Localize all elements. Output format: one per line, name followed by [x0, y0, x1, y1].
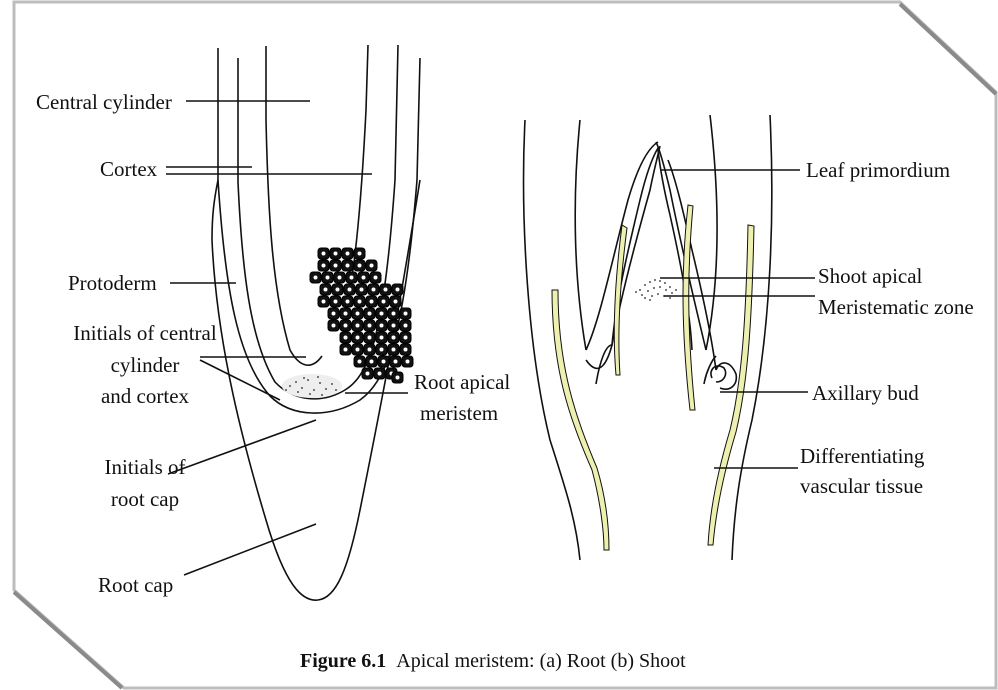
- label-shoot-apical: Shoot apical: [818, 264, 922, 288]
- figure-number: Figure 6.1: [300, 650, 386, 672]
- label-initials-rootcap-2: root cap: [40, 487, 250, 511]
- label-central-cylinder: Central cylinder: [36, 90, 172, 114]
- label-meristematic-zone: Meristematic zone: [818, 295, 974, 319]
- label-initials-central-2: cylinder: [40, 353, 250, 377]
- label-initials-rootcap-1: Initials of: [40, 455, 250, 479]
- label-leaf-primordium: Leaf primordium: [806, 158, 950, 182]
- figure-caption: Figure 6.1 Apical meristem: (a) Root (b)…: [300, 650, 686, 673]
- label-initials-central-3: and cortex: [40, 384, 250, 408]
- label-initials-central-1: Initials of central: [40, 321, 250, 345]
- label-axillary-bud: Axillary bud: [812, 381, 919, 405]
- label-protoderm: Protoderm: [68, 271, 157, 295]
- label-differentiating-1: Differentiating: [800, 444, 924, 468]
- label-differentiating-2: vascular tissue: [800, 474, 923, 498]
- label-root-apical-1: Root apical: [414, 370, 510, 394]
- figure-caption-text: Apical meristem: (a) Root (b) Shoot: [396, 650, 685, 672]
- label-root-apical-2: meristem: [420, 401, 498, 425]
- label-cortex: Cortex: [100, 157, 157, 181]
- label-root-cap: Root cap: [98, 573, 173, 597]
